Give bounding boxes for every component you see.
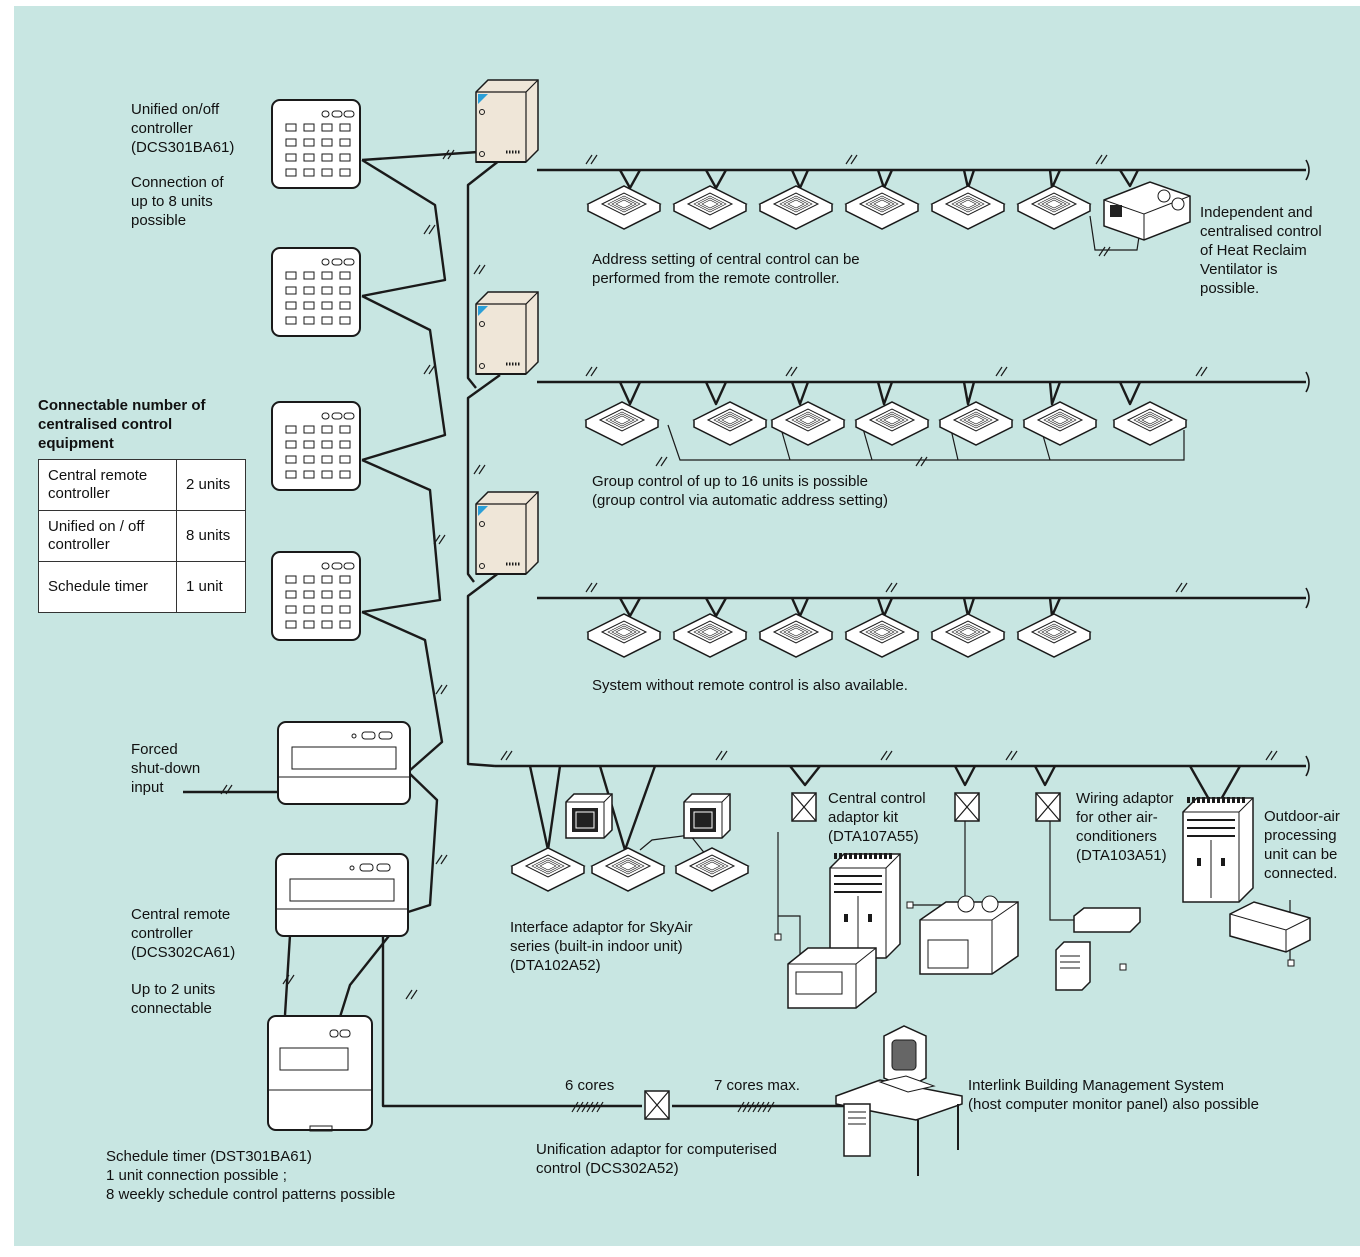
packaged-ac-icon	[830, 854, 900, 958]
unified-controller-icon	[271, 401, 361, 491]
unified-controller-icon	[271, 247, 361, 337]
seven-cores-label: 7 cores max.	[714, 1077, 800, 1094]
outdoor-unit-icon	[474, 490, 540, 576]
unified-controller-icon	[271, 551, 361, 641]
row3-cassettes	[587, 613, 1091, 658]
no-remote-label: System without remote control is also av…	[592, 677, 908, 694]
interface-adaptor-label: Interface adaptor for SkyAir series (bui…	[510, 919, 693, 974]
terminal-marks	[774, 901, 1295, 971]
table-row: Schedule timer 1 unit	[38, 561, 246, 613]
unification-adaptor-label: Unification adaptor for computerised con…	[536, 1141, 777, 1177]
central-remote-icon	[275, 853, 409, 937]
schedule-timer-icon	[267, 1015, 373, 1132]
table-cell-value: 1 unit	[176, 561, 246, 613]
address-setting-label: Address setting of central control can b…	[592, 251, 860, 287]
table-cell-name: Central remote controller	[38, 459, 177, 511]
outdoor-unit-icon	[474, 78, 540, 164]
packaged-ac-icon	[1055, 907, 1141, 991]
table-cell-value: 8 units	[176, 510, 246, 562]
heat-reclaim-ventilator-icon	[1103, 181, 1191, 241]
table-row: Central remote controller 2 units	[38, 459, 246, 511]
core-hatch	[571, 1101, 775, 1113]
heat-reclaim-label: Independent and centralised control of H…	[1200, 204, 1322, 297]
outdoor-unit-icon	[474, 290, 540, 376]
adaptor-box-icon	[791, 792, 817, 822]
unified-controller-icon	[271, 99, 361, 189]
adaptor-box-icon	[1035, 792, 1061, 822]
six-cores-label: 6 cores	[565, 1077, 615, 1094]
count-heading: Connectable number of centralised contro…	[38, 397, 206, 452]
unified-connection-label: Connection of up to 8 units possible	[131, 174, 224, 229]
adaptor-box-icon	[954, 792, 980, 822]
table-cell-name: Unified on / off controller	[38, 510, 177, 562]
interlink-label: Interlink Building Management System (ho…	[968, 1077, 1259, 1113]
line-break-marks	[1305, 159, 1310, 777]
row1-cassettes	[587, 185, 1091, 230]
central-remote-label: Central remote controller (DCS302CA61)	[131, 906, 236, 961]
central-remote-count-label: Up to 2 units connectable	[131, 981, 216, 1017]
central-adaptor-label: Central control adaptor kit (DTA107A55)	[828, 790, 926, 845]
group-control-label: Group control of up to 16 units is possi…	[592, 473, 888, 509]
unified-controller-label: Unified on/off controller (DCS301BA61)	[131, 101, 235, 156]
packaged-ac-icon	[919, 895, 1019, 975]
wiring	[183, 150, 1306, 1108]
packaged-ac-icon	[1183, 798, 1253, 902]
computer-workstation-icon	[835, 1025, 963, 1176]
schedule-timer-label: Schedule timer (DST301BA61) 1 unit conne…	[106, 1148, 396, 1203]
row2-cassettes	[585, 401, 1187, 446]
outdoor-air-label: Outdoor-air processing unit can be conne…	[1264, 808, 1340, 882]
connectable-count-table: Central remote controller 2 units Unifie…	[38, 459, 246, 613]
table-cell-name: Schedule timer	[38, 561, 177, 613]
central-remote-icon	[277, 721, 411, 805]
table-row: Unified on / off controller 8 units	[38, 510, 246, 562]
packaged-ac-icon	[787, 947, 877, 1009]
adaptor-box-icon	[644, 1090, 670, 1120]
table-cell-value: 2 units	[176, 459, 246, 511]
forced-shutdown-label: Forced shut-down input	[131, 741, 201, 796]
packaged-ac-icon	[1229, 901, 1311, 953]
wiring-adaptor-label: Wiring adaptor for other air- conditione…	[1076, 790, 1174, 864]
